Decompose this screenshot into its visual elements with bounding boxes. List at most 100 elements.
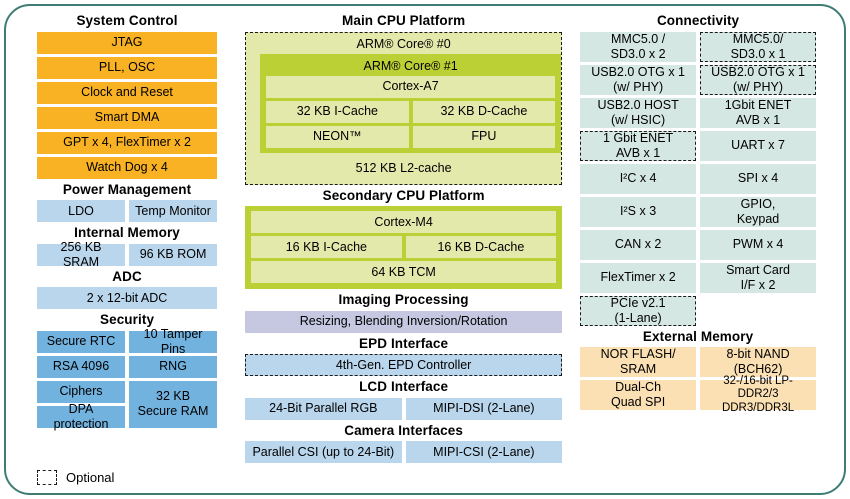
block-i2s[interactable]: I²S x 3 [580, 196, 697, 227]
main-cpu-title: Main CPU Platform [341, 13, 466, 28]
arm-core-0-label: ARM® Core® #0 [356, 37, 451, 52]
block-cortex-m4[interactable]: Cortex-M4 [251, 211, 557, 234]
block-spi[interactable]: SPI x 4 [700, 163, 817, 194]
camera-group: Parallel CSI (up to 24-Bit) MIPI-CSI (2-… [245, 441, 563, 464]
block-mmc-sd-x1-optional[interactable]: MMC5.0/ SD3.0 x 1 [700, 31, 817, 62]
system-control-title: System Control [76, 13, 178, 28]
security-title: Security [99, 312, 155, 328]
connectivity-empty-slot [700, 296, 816, 326]
block-gpt-flextimer[interactable]: GPT x 4, FlexTimer x 2 [37, 131, 218, 154]
arm-core-1-label: ARM® Core® #1 [363, 59, 458, 74]
block-mipi-dsi[interactable]: MIPI-DSI (2-Lane) [405, 397, 563, 420]
block-adc[interactable]: 2 x 12-bit ADC [37, 287, 218, 310]
column-left: System Control JTAG PLL, OSC Clock and R… [16, 10, 237, 493]
block-pll-osc[interactable]: PLL, OSC [37, 56, 218, 79]
block-a7-dcache[interactable]: 32 KB D-Cache [412, 100, 556, 123]
main-cpu-unit-row: NEON™ FPU [266, 125, 556, 148]
block-l2-cache[interactable]: 512 KB L2-cache [258, 157, 550, 180]
block-a7-icache[interactable]: 32 KB I-Cache [266, 100, 409, 123]
block-watch-dog[interactable]: Watch Dog x 4 [37, 156, 218, 179]
block-imaging-functions[interactable]: Resizing, Blending Inversion/Rotation [245, 310, 563, 333]
block-quad-spi[interactable]: Dual-Ch Quad SPI [580, 380, 697, 411]
block-mmc-sd-x2[interactable]: MMC5.0 / SD3.0 x 2 [580, 31, 697, 62]
adc-group: 2 x 12-bit ADC [37, 287, 218, 310]
block-can[interactable]: CAN x 2 [580, 229, 697, 260]
block-secure-ram[interactable]: 32 KB Secure RAM [129, 380, 218, 428]
adc-title: ADC [112, 268, 142, 284]
main-cpu-internals: Cortex-A7 32 KB I-Cache 32 KB D-Cache NE… [266, 75, 556, 148]
connectivity-row: FlexTimer x 2 Smart Card I/F x 2 [580, 262, 817, 293]
arm-core-0-optional-block[interactable]: ARM® Core® #0 ARM® Core® #1 Cortex-A7 32… [245, 31, 563, 185]
lcd-group: 24-Bit Parallel RGB MIPI-DSI (2-Lane) [245, 397, 563, 420]
block-sram[interactable]: 256 KB SRAM [37, 240, 126, 269]
block-tcm[interactable]: 64 KB TCM [251, 261, 557, 284]
connectivity-title: Connectivity [656, 13, 740, 28]
block-rsa-4096[interactable]: RSA 4096 [37, 355, 126, 378]
block-parallel-csi[interactable]: Parallel CSI (up to 24-Bit) [245, 441, 402, 464]
system-control-group: JTAG PLL, OSC Clock and Reset Smart DMA … [37, 31, 218, 179]
block-smart-card[interactable]: Smart Card I/F x 2 [700, 262, 817, 293]
power-management-group: LDO Temp Monitor [37, 200, 218, 223]
security-left-stack: Secure RTC RSA 4096 Ciphers DPA protecti… [37, 330, 126, 431]
block-mipi-csi[interactable]: MIPI-CSI (2-Lane) [405, 441, 563, 464]
security-right-stack: 10 Tamper Pins RNG 32 KB Secure RAM [129, 327, 218, 428]
block-uart[interactable]: UART x 7 [700, 130, 817, 161]
block-secure-rtc[interactable]: Secure RTC [37, 330, 126, 353]
arm-core-1-block[interactable]: ARM® Core® #1 Cortex-A7 32 KB I-Cache 32… [260, 53, 562, 153]
column-right: Connectivity MMC5.0 / SD3.0 x 2 MMC5.0/ … [570, 10, 834, 493]
lcd-title: LCD Interface [359, 379, 449, 395]
block-temp-monitor[interactable]: Temp Monitor [129, 200, 218, 223]
block-ldo[interactable]: LDO [37, 200, 126, 223]
camera-title: Camera Interfaces [344, 422, 463, 438]
block-epd-controller[interactable]: 4th-Gen. EPD Controller [245, 354, 563, 377]
block-jtag[interactable]: JTAG [37, 31, 218, 54]
secondary-cpu-internals: Cortex-M4 16 KB I-Cache 16 KB D-Cache 64… [251, 211, 557, 284]
block-m4-icache[interactable]: 16 KB I-Cache [251, 236, 402, 259]
external-memory-group: NOR FLASH/ SRAM 8-bit NAND (BCH62) Dual-… [580, 347, 817, 414]
legend: Optional [37, 470, 114, 485]
block-m4-dcache[interactable]: 16 KB D-Cache [405, 236, 557, 259]
block-smart-dma[interactable]: Smart DMA [37, 106, 218, 129]
block-rng[interactable]: RNG [129, 355, 218, 378]
block-gpio-keypad[interactable]: GPIO, Keypad [700, 196, 817, 227]
connectivity-row: CAN x 2 PWM x 4 [580, 229, 817, 260]
connectivity-row: MMC5.0 / SD3.0 x 2 MMC5.0/ SD3.0 x 1 [580, 31, 817, 62]
block-ciphers[interactable]: Ciphers [37, 380, 126, 403]
block-usb-otg-phy-optional[interactable]: USB2.0 OTG x 1 (w/ PHY) [700, 64, 817, 95]
block-i2c[interactable]: I²C x 4 [580, 163, 697, 194]
block-usb-otg-phy[interactable]: USB2.0 OTG x 1 (w/ PHY) [580, 64, 697, 95]
secondary-cpu-cache-row: 16 KB I-Cache 16 KB D-Cache [251, 236, 557, 259]
block-pwm[interactable]: PWM x 4 [700, 229, 817, 260]
block-tamper-pins[interactable]: 10 Tamper Pins [129, 327, 218, 356]
block-ddr[interactable]: 32-/16-bit LP-DDR2/3 DDR3/DDR3L [700, 375, 817, 414]
external-memory-row: Dual-Ch Quad SPI 32-/16-bit LP-DDR2/3 DD… [580, 375, 817, 414]
security-group: Secure RTC RSA 4096 Ciphers DPA protecti… [37, 327, 218, 431]
connectivity-group: MMC5.0 / SD3.0 x 2 MMC5.0/ SD3.0 x 1 USB… [580, 31, 817, 326]
block-flextimer[interactable]: FlexTimer x 2 [580, 262, 697, 293]
column-middle: Main CPU Platform ARM® Core® #0 ARM® Cor… [237, 10, 570, 493]
optional-dashed-box-icon [37, 470, 57, 485]
block-enet-avb[interactable]: 1Gbit ENET AVB x 1 [700, 97, 817, 128]
connectivity-row: USB2.0 HOST (w/ HSIC) 1Gbit ENET AVB x 1 [580, 97, 817, 128]
block-cortex-a7[interactable]: Cortex-A7 [266, 75, 556, 98]
epd-title: EPD Interface [359, 335, 449, 351]
block-fpu[interactable]: FPU [412, 125, 556, 148]
power-management-title: Power Management [62, 181, 192, 197]
block-parallel-rgb[interactable]: 24-Bit Parallel RGB [245, 397, 402, 420]
block-nand[interactable]: 8-bit NAND (BCH62) [700, 347, 817, 378]
block-nor-flash-sram[interactable]: NOR FLASH/ SRAM [580, 347, 697, 378]
internal-memory-title: Internal Memory [74, 225, 180, 241]
block-clock-and-reset[interactable]: Clock and Reset [37, 81, 218, 104]
internal-memory-group: 256 KB SRAM 96 KB ROM [37, 240, 218, 269]
block-enet-avb-optional[interactable]: 1 Gbit ENET AVB x 1 [580, 130, 697, 161]
block-neon[interactable]: NEON™ [266, 125, 409, 148]
block-rom[interactable]: 96 KB ROM [129, 243, 218, 266]
block-usb-host-hsic[interactable]: USB2.0 HOST (w/ HSIC) [580, 97, 697, 128]
secondary-cpu-block[interactable]: Cortex-M4 16 KB I-Cache 16 KB D-Cache 64… [245, 206, 563, 290]
imaging-group: Resizing, Blending Inversion/Rotation [245, 310, 563, 333]
block-pcie-optional[interactable]: PCIe v2.1 (1-Lane) [580, 295, 697, 326]
block-dpa-protection[interactable]: DPA protection [37, 402, 126, 431]
connectivity-row: I²C x 4 SPI x 4 [580, 163, 817, 194]
